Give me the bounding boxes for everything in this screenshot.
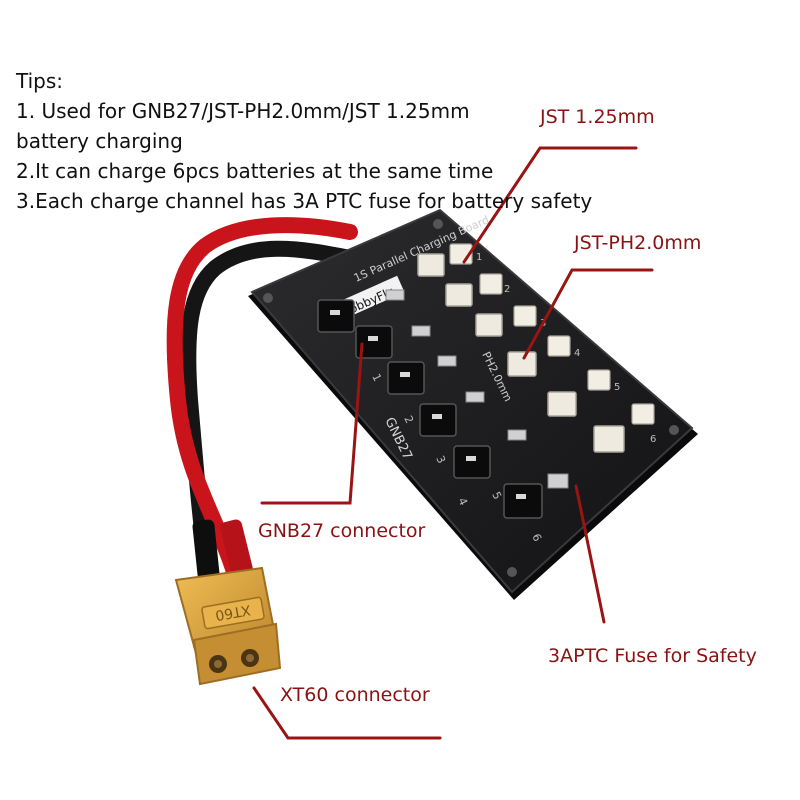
tips-block: Tips: 1. Used for GNB27/JST-PH2.0mm/JST … bbox=[16, 66, 592, 216]
gnb-channel-number: 3 bbox=[433, 454, 448, 466]
tip-line-1: 1. Used for GNB27/JST-PH2.0mm/JST 1.25mm bbox=[16, 99, 470, 123]
jst-channel-number: 5 bbox=[614, 382, 620, 393]
gnb27-callout-label: GNB27 connector bbox=[258, 520, 426, 542]
gnb-channel-number: 2 bbox=[401, 414, 416, 426]
xt60-callout-line bbox=[252, 686, 442, 740]
callout-lines bbox=[252, 146, 654, 740]
jstph-callout-line bbox=[522, 268, 654, 360]
red-heatshrink bbox=[220, 519, 255, 583]
red-wire bbox=[166, 217, 358, 593]
xt60-plug: XT60 bbox=[174, 566, 282, 686]
xt60-marking: XT60 bbox=[214, 601, 252, 623]
charging-board: 1S Parallel Charging Board HobbyFly GNB2… bbox=[248, 208, 698, 600]
tip-line-2: battery charging bbox=[16, 129, 183, 153]
black-heatshrink bbox=[192, 519, 220, 581]
fuse-callout-label: 3APTC Fuse for Safety bbox=[548, 645, 757, 667]
gnb-channel-number: 1 bbox=[369, 372, 384, 384]
tips-heading: Tips: bbox=[16, 69, 64, 93]
jst-channel-number: 6 bbox=[650, 434, 656, 445]
jst-channel-number: 2 bbox=[504, 284, 510, 295]
ptc-fuses bbox=[385, 289, 569, 489]
gnb27-connectors bbox=[317, 299, 543, 519]
jst-channel-number: 1 bbox=[476, 252, 482, 263]
jstph-callout-label: JST-PH2.0mm bbox=[574, 232, 702, 254]
charging-wires bbox=[166, 217, 358, 593]
gnb-channel-number: 4 bbox=[455, 496, 470, 508]
gnb27-callout-line bbox=[260, 342, 364, 505]
gnb-channel-number: 5 bbox=[489, 490, 504, 502]
xt60-callout-label: XT60 connector bbox=[280, 684, 430, 706]
jst-channel-number: 4 bbox=[574, 348, 580, 359]
fuse-callout-line bbox=[574, 484, 606, 624]
jst125-callout-label: JST 1.25mm bbox=[540, 106, 655, 128]
tip-line-4: 3.Each charge channel has 3A PTC fuse fo… bbox=[16, 189, 593, 213]
gnb-channel-number: 6 bbox=[529, 532, 544, 544]
tip-line-3: 2.It can charge 6pcs batteries at the sa… bbox=[16, 159, 494, 183]
jst-ph-connectors bbox=[417, 253, 625, 453]
jst125-callout-line bbox=[462, 146, 638, 264]
